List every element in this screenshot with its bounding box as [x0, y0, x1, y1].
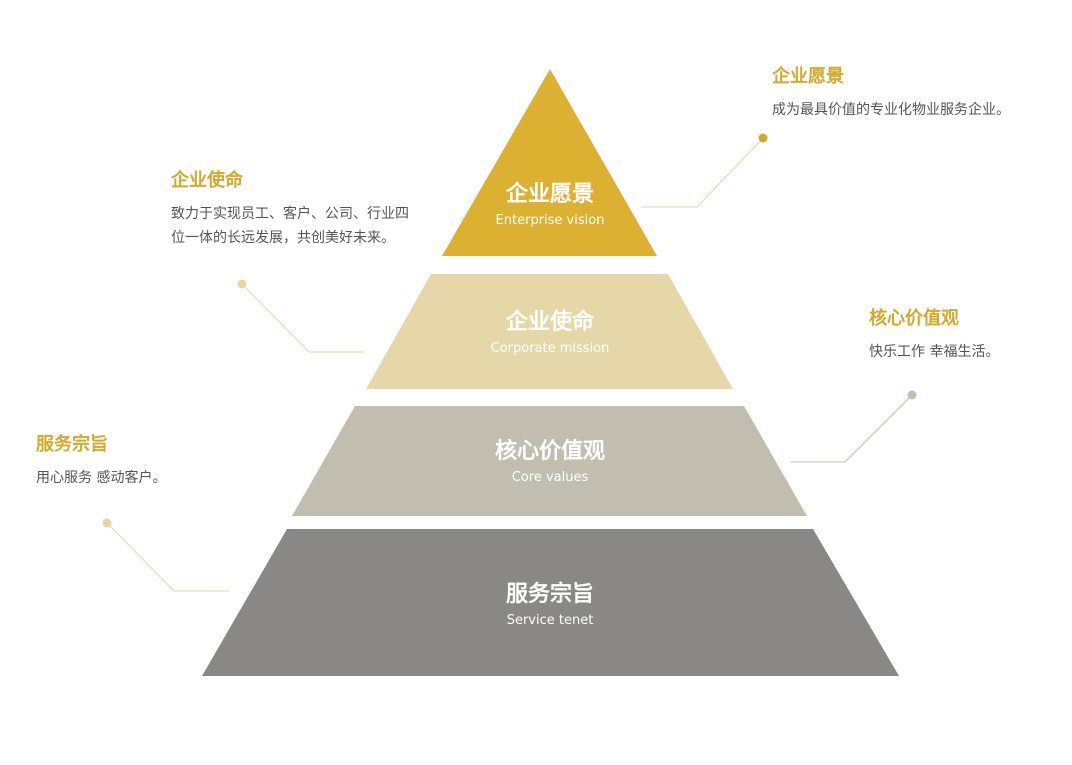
tier-mission-title: 企业使命: [505, 309, 595, 335]
callout-values: 核心价值观 快乐工作 幸福生活。: [869, 308, 1059, 364]
callout-tenet-title: 服务宗旨: [36, 434, 108, 455]
callout-mission-text: 致力于实现员工、客户、公司、行业四位一体的长远发展，共创美好未来。: [171, 206, 409, 246]
leader-mission-dot: [237, 279, 247, 289]
callout-vision-text: 成为最具价值的专业化物业服务企业。: [772, 102, 1010, 118]
leader-vision: [641, 133, 768, 208]
tier-tenet-title: 服务宗旨: [506, 581, 594, 607]
tier-tenet-subtitle: Service tenet: [507, 613, 594, 628]
leader-mission: [237, 279, 364, 353]
callout-values-title: 核心价值观: [869, 308, 959, 329]
leader-values-line: [791, 394, 913, 463]
tier-vision-subtitle: Enterprise vision: [496, 213, 605, 228]
tier-mission-subtitle: Corporate mission: [491, 341, 610, 356]
tier-tenet-shape: [202, 529, 899, 676]
tier-vision: 企业愿景 Enterprise vision: [442, 69, 657, 256]
leader-vision-dot: [758, 133, 768, 143]
callout-tenet-text: 用心服务 感动客户。: [36, 470, 167, 486]
tier-values-shape: [292, 406, 807, 516]
tier-mission-shape: [366, 274, 733, 389]
callout-vision-title: 企业愿景: [772, 66, 844, 87]
leader-mission-line: [241, 283, 364, 353]
leader-values-dot: [907, 390, 917, 400]
callout-mission: 企业使命 致力于实现员工、客户、公司、行业四位一体的长远发展，共创美好未来。: [171, 170, 411, 250]
tier-tenet: 服务宗旨 Service tenet: [202, 529, 899, 676]
tier-values-title: 核心价值观: [495, 438, 605, 464]
leader-tenet: [102, 518, 229, 592]
callout-vision: 企业愿景 成为最具价值的专业化物业服务企业。: [772, 66, 1062, 122]
callout-tenet: 服务宗旨 用心服务 感动客户。: [36, 434, 236, 490]
leader-tenet-line: [106, 522, 229, 592]
tier-values: 核心价值观 Core values: [292, 406, 807, 516]
tier-mission: 企业使命 Corporate mission: [366, 274, 733, 389]
leader-values: [791, 390, 917, 463]
tier-vision-title: 企业愿景: [505, 181, 594, 207]
tier-values-subtitle: Core values: [512, 470, 589, 485]
callout-values-text: 快乐工作 幸福生活。: [869, 344, 1000, 360]
tier-vision-shape: [442, 69, 657, 256]
callout-mission-title: 企业使命: [171, 170, 243, 191]
leader-vision-line: [641, 137, 764, 208]
leader-tenet-dot: [102, 518, 112, 528]
